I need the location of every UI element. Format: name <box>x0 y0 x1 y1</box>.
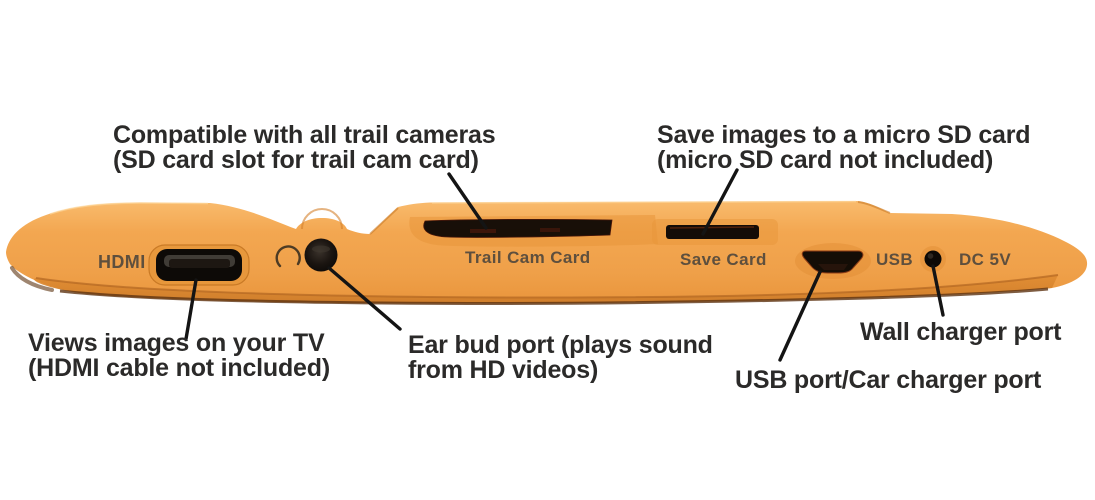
callout-trail-card: Compatible with all trail cameras (SD ca… <box>113 121 496 174</box>
groove-step-left <box>369 207 399 235</box>
device-left-tip-shadow <box>10 266 54 292</box>
trail-cam-slot <box>423 218 613 238</box>
callout-ear-bud-line1: Ear bud port (plays sound <box>408 331 713 359</box>
headphone-icon <box>275 245 301 268</box>
device-bottom-edge <box>59 287 1049 306</box>
leader-line-dc <box>931 264 945 317</box>
callout-ear-bud: Ear bud port (plays sound from HD videos… <box>408 333 713 383</box>
callout-trail-card-line2: (SD card slot for trail cam card) <box>113 146 479 174</box>
callout-usb-port-line1: USB port/Car charger port <box>735 366 1042 394</box>
leader-line-hdmi <box>184 278 198 341</box>
trail-cam-slot-glint <box>470 229 496 233</box>
callout-save-card-line1: Save images to a micro SD card <box>657 121 1031 149</box>
earbud-port-highlight <box>312 245 330 253</box>
device-bottom-band <box>34 275 1058 304</box>
device-top-highlight <box>49 202 209 215</box>
groove-jack-bump <box>301 208 343 230</box>
save-card-slot-glint <box>669 226 755 229</box>
dc-port-highlight <box>927 253 934 259</box>
device-plateau-highlight <box>431 200 857 204</box>
callout-usb-port: USB port/Car charger port <box>735 368 1041 393</box>
hdmi-port-slot <box>169 259 230 268</box>
callout-ear-bud-line2: from HD videos) <box>408 356 599 384</box>
callout-wall-charger-line1: Wall charger port <box>860 318 1062 346</box>
callout-tv-out-line2: (HDMI cable not included) <box>28 354 330 382</box>
earbud-port <box>304 238 338 272</box>
device-print-usb: USB <box>876 250 914 269</box>
callout-tv-out-line1: Views images on your TV <box>28 329 325 357</box>
usb-port <box>801 250 864 274</box>
usb-port-tongue <box>818 264 848 270</box>
save-card-slot <box>666 225 759 239</box>
leader-line-usb <box>778 270 822 362</box>
callout-wall-charger: Wall charger port <box>860 320 1061 345</box>
groove-step-right <box>857 201 891 214</box>
callout-tv-out: Views images on your TV (HDMI cable not … <box>28 331 330 381</box>
callout-trail-card-line1: Compatible with all trail cameras <box>113 121 496 149</box>
trail-cam-slot-glint <box>540 228 560 232</box>
callout-save-card-line2: (micro SD card not included) <box>657 146 994 174</box>
device-print-trail-cam-card: Trail Cam Card <box>465 248 591 267</box>
device-print-save-card: Save Card <box>680 250 767 269</box>
leader-line-save-card <box>701 168 739 236</box>
leader-line-trail-card <box>447 172 488 230</box>
device-seam-line <box>35 274 1059 299</box>
device-print-dc-5v: DC 5V <box>959 250 1012 269</box>
device-print-hdmi: HDMI <box>98 252 146 272</box>
leader-line-earbud <box>327 266 402 331</box>
callout-save-card: Save images to a micro SD card (micro SD… <box>657 121 1031 174</box>
